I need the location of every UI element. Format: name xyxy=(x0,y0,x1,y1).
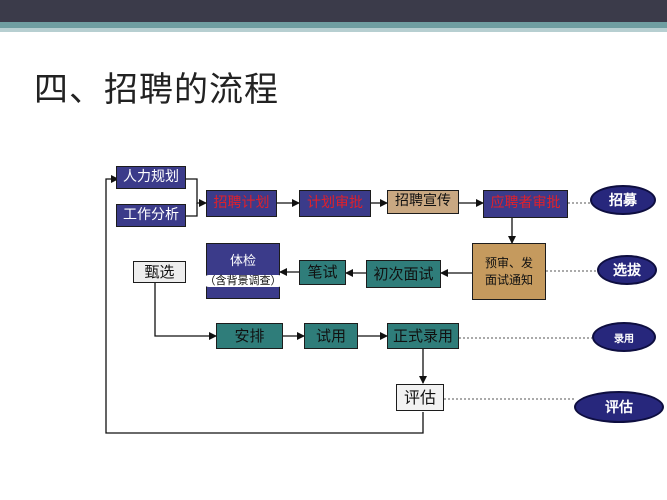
node-arrangement: 安排 xyxy=(216,323,283,349)
node-physical-exam: 体检 （含背景调查） xyxy=(202,243,284,299)
node-hr-planning: 人力规划 xyxy=(116,166,186,189)
banner-stripe xyxy=(0,22,667,28)
node-job-analysis: 工作分析 xyxy=(116,204,186,227)
physical-line2: （含背景调查） xyxy=(202,274,284,288)
node-probation: 试用 xyxy=(304,323,358,349)
node-recruitment-plan: 招聘计划 xyxy=(206,190,277,217)
prescreen-line2: 面试通知 xyxy=(484,272,533,287)
stage-evaluation-ellipse: 评估 xyxy=(574,391,664,423)
node-formal-hire: 正式录用 xyxy=(387,323,459,349)
stage-recruitment-ellipse: 招募 xyxy=(590,185,656,215)
banner-stripe-light xyxy=(0,28,667,32)
node-evaluation: 评估 xyxy=(396,384,444,411)
page-title: 四、招聘的流程 xyxy=(34,70,279,110)
top-banner xyxy=(0,0,667,22)
stage-selection-ellipse: 选拔 xyxy=(597,255,657,285)
node-first-interview: 初次面试 xyxy=(366,260,441,288)
node-plan-approval: 计划审批 xyxy=(299,190,371,217)
physical-line1: 体检 xyxy=(229,253,256,269)
prescreen-line1: 预审、发 xyxy=(484,256,533,271)
node-applicant-review: 应聘者审批 xyxy=(483,190,568,218)
node-recruitment-publicity: 招聘宣传 xyxy=(387,190,459,214)
node-prescreen-notify: 预审、发 面试通知 xyxy=(472,243,546,300)
feedback-loop-arrow xyxy=(105,175,424,434)
node-written-test: 笔试 xyxy=(299,260,346,285)
node-selection: 甄选 xyxy=(133,261,186,283)
stage-hiring-ellipse: 录用 xyxy=(592,322,656,352)
